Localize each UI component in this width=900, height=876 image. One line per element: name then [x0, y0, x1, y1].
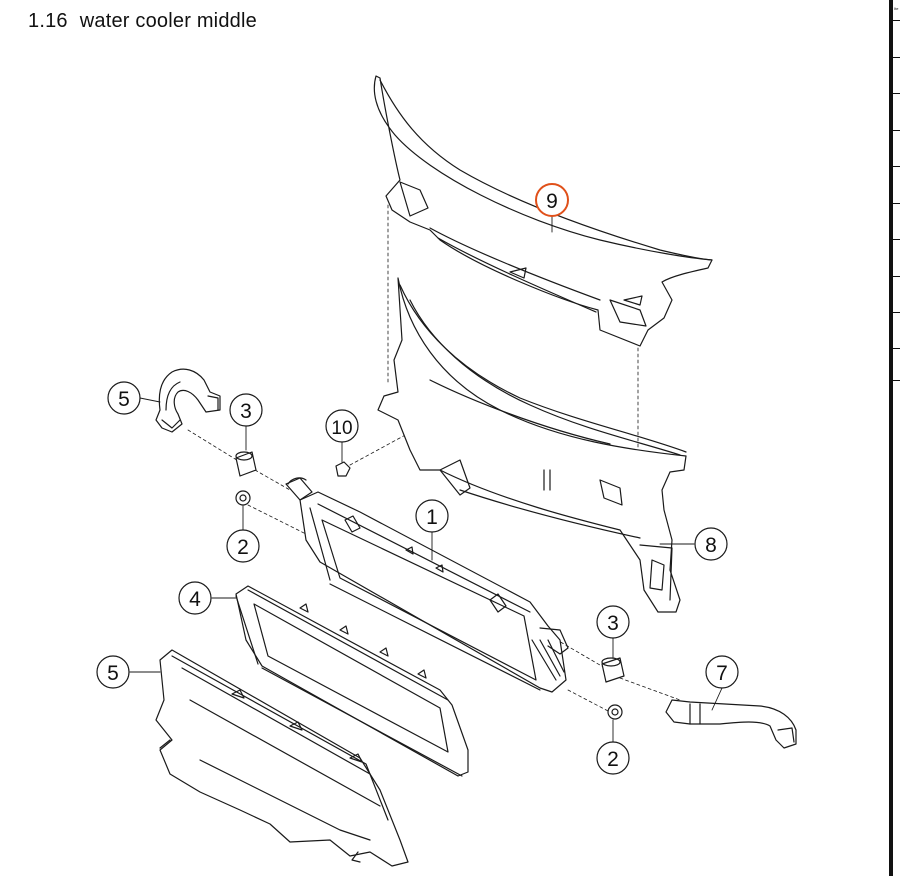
callout-5-label: 5	[107, 662, 119, 685]
page-title: 1.16 water cooler middle	[28, 10, 257, 33]
callout-9: 9	[535, 183, 569, 217]
callout-4: 4	[178, 581, 212, 615]
callout-3-upper-label: 3	[240, 400, 252, 423]
callout-2-lower: 2	[596, 741, 630, 775]
callout-7: 7	[705, 655, 739, 689]
callout-8: 8	[694, 527, 728, 561]
callout-2-upper-label: 2	[237, 536, 249, 559]
parts-table-header: Ite	[894, 6, 899, 11]
callout-9-label: 9	[546, 190, 558, 213]
part-9-upper-cover	[373, 75, 713, 347]
callout-3-lower: 3	[596, 605, 630, 639]
callout-3-upper: 3	[229, 393, 263, 427]
parts-list-table-edge: Ite	[889, 0, 900, 876]
part-1-radiator	[285, 477, 569, 693]
section-title: water cooler middle	[79, 10, 257, 32]
part-3-bushing-upper	[235, 451, 257, 477]
callout-3-lower-label: 3	[607, 612, 619, 635]
callout-8-label: 8	[705, 534, 717, 557]
part-2-grommet-upper	[235, 490, 251, 506]
part-7-hose-right	[665, 699, 797, 749]
callout-6-label: 5	[118, 388, 130, 411]
part-8-radiator-support	[377, 277, 687, 613]
callout-5: 5	[96, 655, 130, 689]
callout-2-lower-label: 2	[607, 748, 619, 771]
callout-1: 1	[415, 499, 449, 533]
callout-10: 10	[325, 409, 359, 443]
part-6-hose-left	[155, 368, 221, 433]
callout-6: 5	[107, 381, 141, 415]
part-10-nut	[335, 461, 351, 477]
callout-1-label: 1	[426, 506, 438, 529]
part-3-bushing-lower	[601, 657, 625, 683]
callout-7-label: 7	[716, 662, 728, 685]
part-2-grommet-lower	[607, 704, 623, 720]
part-5-air-guide-panel	[155, 649, 409, 867]
callout-4-label: 4	[189, 588, 201, 611]
callout-leader-lines	[129, 215, 723, 743]
callout-2-upper: 2	[226, 529, 260, 563]
callout-10-label: 10	[331, 418, 352, 439]
part-4-radiator-frame	[235, 585, 469, 777]
section-number: 1.16	[28, 10, 68, 32]
